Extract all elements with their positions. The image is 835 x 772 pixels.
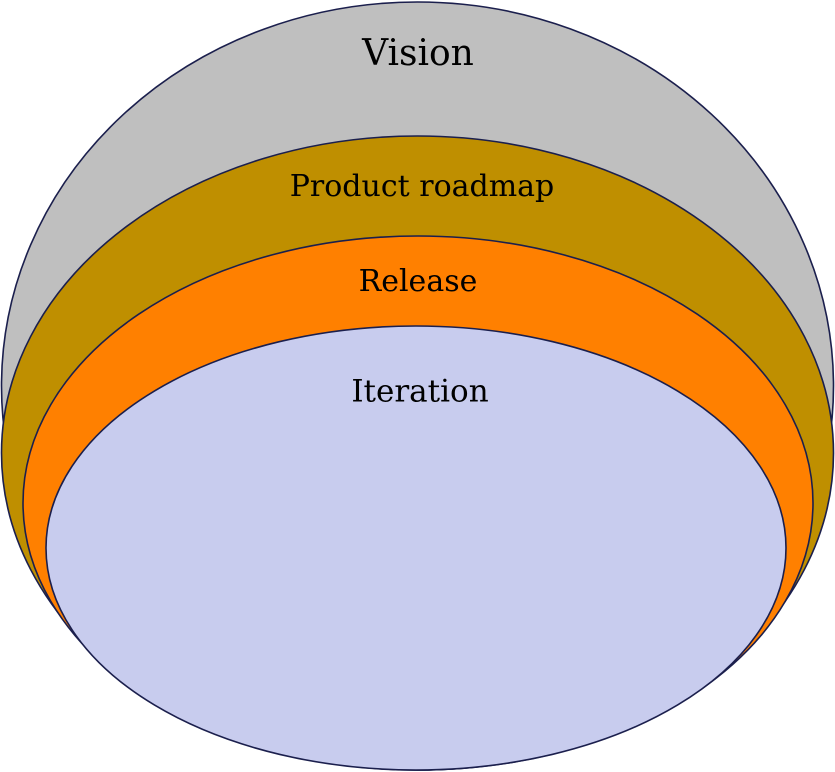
product-roadmap-label: Product roadmap: [290, 169, 555, 204]
vision-label: Vision: [361, 33, 474, 74]
iteration-label: Iteration: [351, 374, 488, 410]
release-label: Release: [359, 264, 478, 299]
iteration-ellipse: [45, 325, 787, 771]
